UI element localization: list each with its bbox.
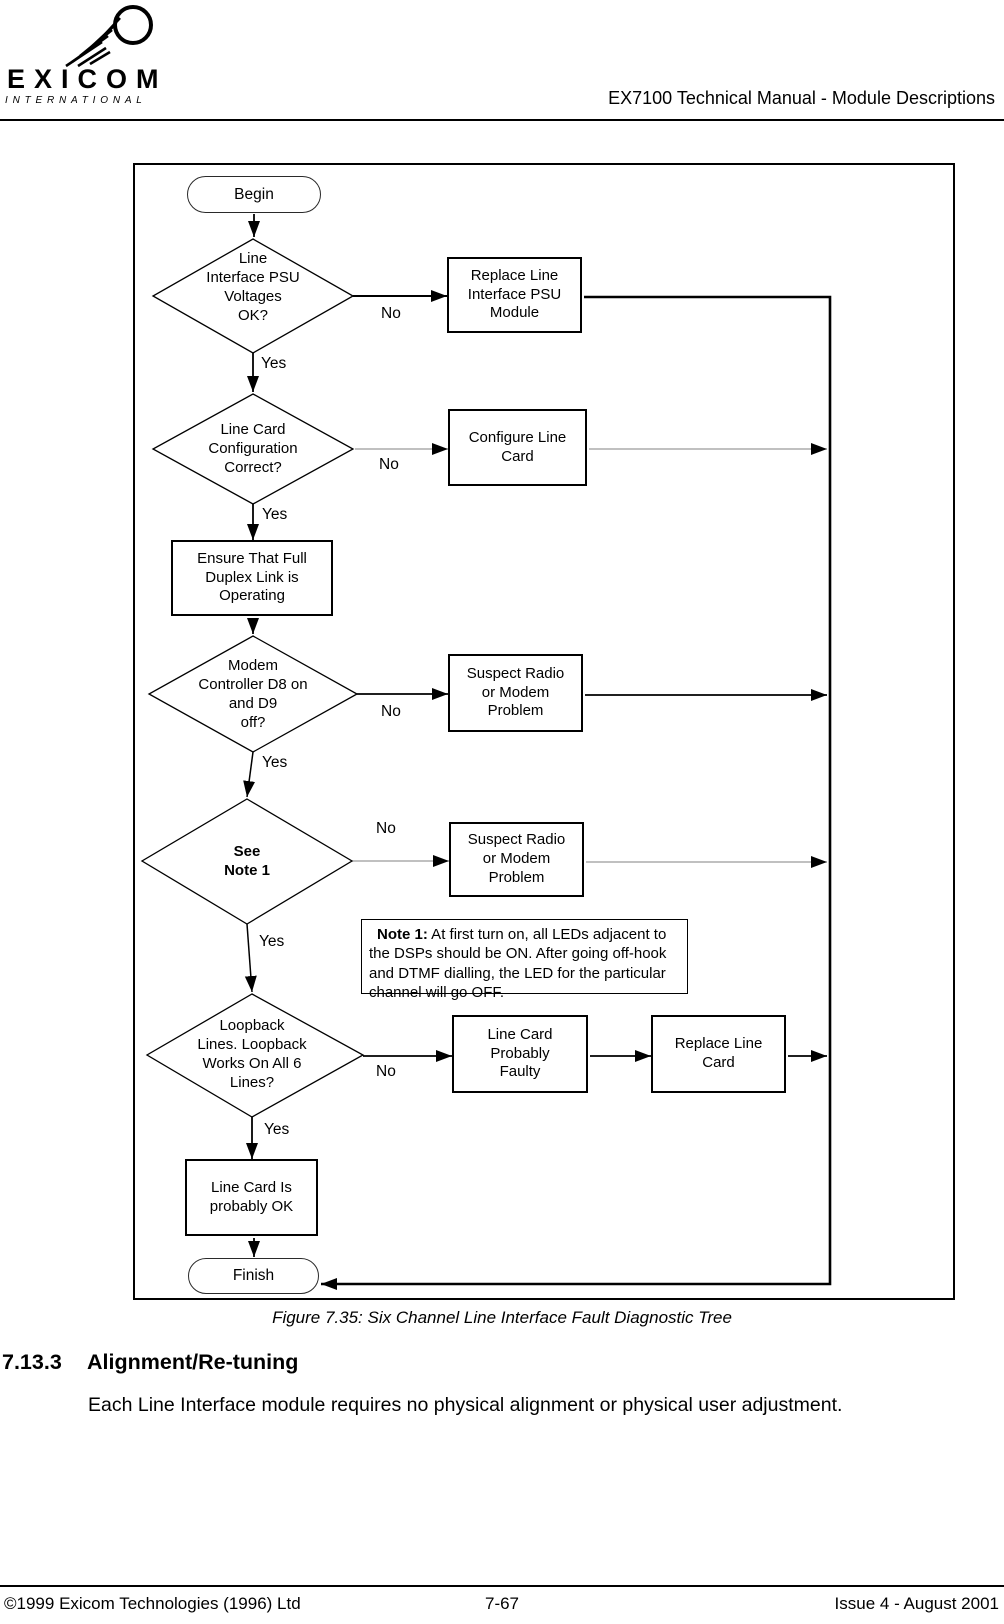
yes-label-5: Yes: [262, 1121, 292, 1139]
brand-subtitle: INTERNATIONAL: [5, 95, 147, 106]
no-label-2: No: [377, 456, 401, 474]
decision-loopback-label: Loopback Lines. Loopback Works On All 6 …: [197, 1017, 307, 1092]
yes-label-1: Yes: [259, 355, 289, 373]
section-title: Alignment/Re-tuning: [87, 1350, 299, 1374]
process-ensure-full-duplex: Ensure That Full Duplex Link is Operatin…: [171, 540, 333, 616]
no-label-5: No: [374, 1063, 398, 1081]
process-line-card-ok: Line Card Is probably OK: [185, 1159, 318, 1236]
flowchart-connectors: [140, 214, 832, 1290]
process-configure-line-card: Configure Line Card: [448, 409, 587, 486]
decision-modem-controller-label: Modem Controller D8 on and D9 off?: [198, 657, 308, 732]
yes-label-4: Yes: [257, 933, 287, 951]
decision-psu-voltages-label: Line Interface PSU Voltages OK?: [206, 250, 300, 325]
process-replace-psu-module: Replace Line Interface PSU Module: [447, 257, 582, 333]
footer-page-number: 7-67: [484, 1594, 520, 1613]
decision-loopback: [145, 993, 365, 1118]
begin-node: Begin: [187, 176, 321, 213]
edge-d3-d4: [243, 751, 256, 798]
footer-rule: [0, 1585, 1004, 1587]
no-label-1: No: [379, 305, 403, 323]
section-body: Each Line Interface module requires no p…: [88, 1394, 843, 1416]
collector-line: [321, 295, 832, 1290]
decision-psu-voltages: [151, 238, 355, 354]
decision-line-card-config-label: Line Card Configuration Correct?: [208, 421, 298, 477]
footer-copyright: ©1999 Exicom Technologies (1996) Ltd: [4, 1594, 301, 1613]
header-rule: [0, 119, 1004, 121]
decision-line-card-config: [151, 393, 355, 505]
no-label-4: No: [374, 820, 398, 838]
decision-see-note1-label: See Note 1: [224, 843, 270, 880]
yes-label-3: Yes: [260, 754, 290, 772]
section-number: 7.13.3: [2, 1350, 62, 1374]
footer-issue: Issue 4 - August 2001: [834, 1594, 999, 1613]
no-label-3: No: [379, 703, 403, 721]
comet-icon: [65, 5, 153, 68]
fault-diagnostic-flowchart: Begin Finish Replace Line Interface PSU …: [133, 163, 955, 1300]
section-heading: 7.13.3 Alignment/Re-tuning: [2, 1350, 298, 1375]
edge-d4-d5: [244, 923, 257, 993]
brand-name: EXICOM: [7, 64, 168, 94]
note1-text: At first turn on, all LEDs adjacent to t…: [369, 926, 667, 1002]
process-line-card-faulty: Line Card Probably Faulty: [452, 1015, 588, 1093]
note1-box: Note 1: At first turn on, all LEDs adjac…: [361, 919, 688, 1001]
finish-node: Finish: [188, 1258, 319, 1294]
page-title: EX7100 Technical Manual - Module Descrip…: [608, 88, 995, 108]
process-suspect-radio-modem-2: Suspect Radio or Modem Problem: [449, 822, 584, 897]
exicom-logo: EXICOM INTERNATIONAL: [2, 2, 182, 114]
process-suspect-radio-modem-1: Suspect Radio or Modem Problem: [448, 654, 583, 732]
note1-label: Note 1:: [377, 926, 428, 943]
process-replace-line-card: Replace Line Card: [651, 1015, 786, 1093]
figure-caption: Figure 7.35: Six Channel Line Interface …: [272, 1308, 732, 1327]
decision-see-note1: [140, 798, 354, 925]
yes-label-2: Yes: [260, 506, 290, 524]
decision-modem-controller: [147, 635, 359, 753]
